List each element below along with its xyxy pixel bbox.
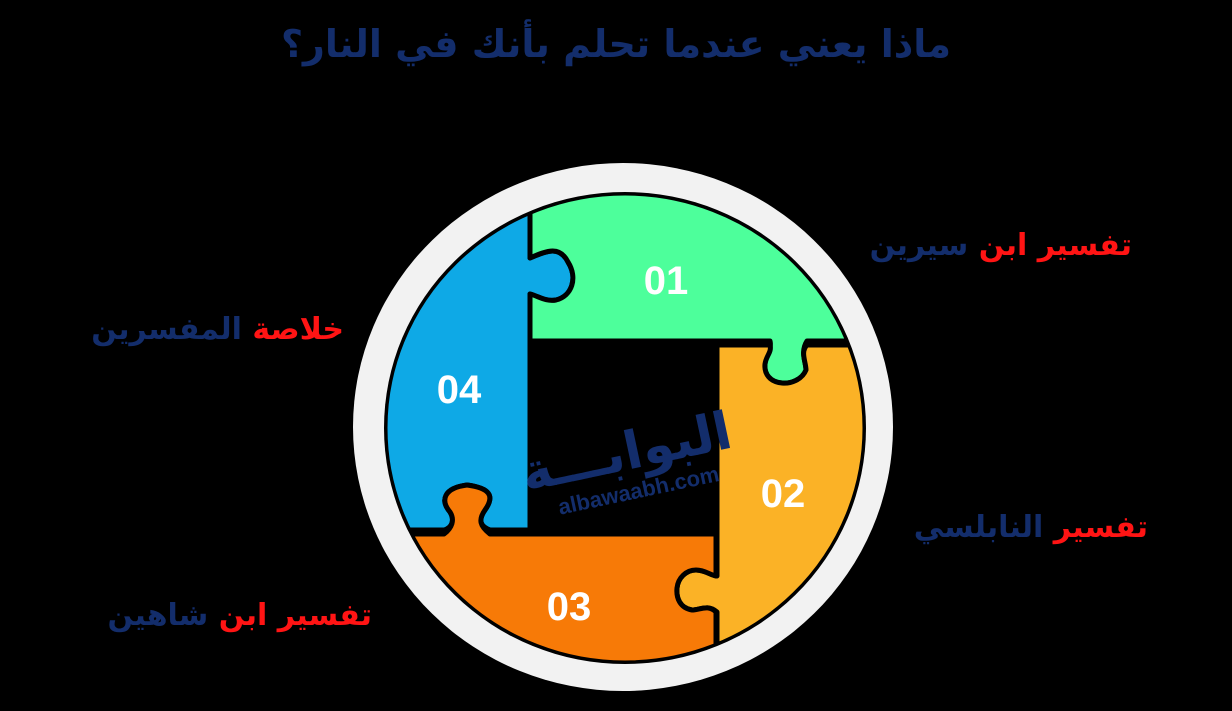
label-02-red: تفسير	[1053, 510, 1148, 545]
label-04-red: خلاصة	[252, 312, 344, 347]
label-01: تفسير ابن سيرين	[870, 228, 1132, 263]
label-04-blue: المفسرين	[91, 312, 242, 347]
piece-number-01: 01	[644, 259, 689, 303]
label-03: تفسير ابن شاهين	[107, 598, 372, 633]
label-02-blue: النابلسي	[913, 510, 1044, 545]
label-03-red: تفسير ابن	[218, 598, 372, 633]
piece-number-03: 03	[547, 585, 592, 629]
label-01-red: تفسير ابن	[978, 228, 1132, 263]
label-04: خلاصة المفسرين	[91, 312, 344, 347]
label-02: تفسير النابلسي	[914, 510, 1148, 545]
label-01-blue: سيرين	[869, 228, 969, 263]
piece-number-02: 02	[761, 472, 806, 516]
label-03-blue: شاهين	[107, 598, 209, 633]
page-title: ماذا يعني عندما تحلم بأنك في النار؟	[280, 22, 952, 66]
inner-disc-border	[384, 192, 866, 664]
piece-number-04: 04	[437, 368, 482, 412]
